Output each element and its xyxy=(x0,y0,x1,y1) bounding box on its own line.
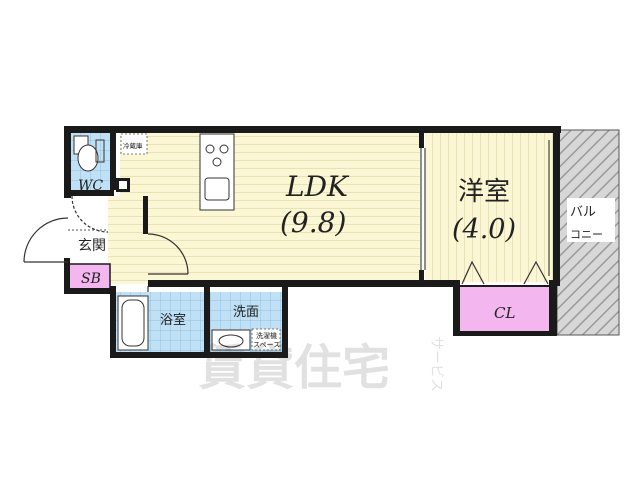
walls xyxy=(64,126,561,358)
kitchen-counter xyxy=(199,133,235,211)
wash-basin xyxy=(211,329,251,351)
balcony-label-line2: コニー xyxy=(570,228,603,241)
hall-floor xyxy=(108,196,148,284)
washroom-label: 洗面 xyxy=(233,305,259,320)
entrance-label: 玄関 xyxy=(78,237,106,254)
fridge-space: 冷蔵庫 xyxy=(120,133,148,155)
closet-label: CL xyxy=(494,304,515,322)
ldk-floor xyxy=(120,132,420,282)
watermark-side: サービス xyxy=(428,336,444,392)
sb-label: SB xyxy=(81,271,101,287)
shoe-box xyxy=(67,263,111,291)
closet xyxy=(456,285,554,333)
fridge-label: 冷蔵庫 xyxy=(123,141,143,150)
bathtub xyxy=(117,295,149,351)
watermark-main: 賃貸住宅 xyxy=(197,340,390,396)
ldk-size: (9.8) xyxy=(280,206,346,239)
washer-label-line1: 洗濯機 xyxy=(256,331,277,340)
watermark: 賃貸住宅 サービス xyxy=(197,336,444,396)
balcony: バル コニー xyxy=(556,129,620,336)
washer-space: 洗濯機 スペース xyxy=(251,328,281,351)
western-room-size: (4.0) xyxy=(452,214,516,245)
western-room-name: 洋室 xyxy=(458,177,510,207)
washer-label-line2: スペース xyxy=(253,341,280,349)
sliding-partition xyxy=(420,148,426,270)
wc-label: WC xyxy=(78,178,103,194)
western-room-floor xyxy=(425,132,557,282)
doors xyxy=(23,195,189,292)
toilet xyxy=(73,135,105,172)
balcony-label-line1: バル xyxy=(570,205,596,220)
closet-doors xyxy=(461,260,549,285)
ldk-name: LDK xyxy=(285,170,350,203)
bath-label: 浴室 xyxy=(160,312,186,328)
